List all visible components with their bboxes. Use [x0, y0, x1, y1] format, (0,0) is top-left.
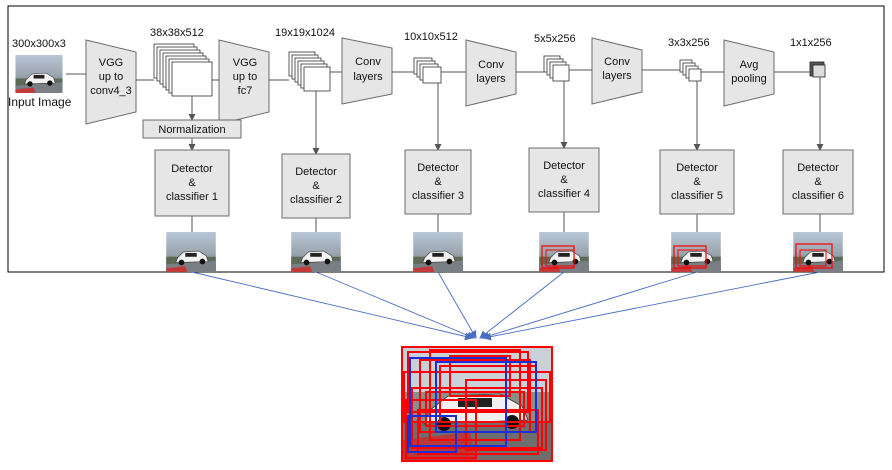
feature-map-5-stack — [679, 59, 702, 82]
detector-6-line-1: Detector — [797, 162, 839, 174]
detector-4-line-3: classifier 4 — [538, 188, 590, 200]
detector-1-line-3: classifier 1 — [166, 191, 218, 203]
detector-5-line-1: Detector — [676, 162, 718, 174]
detector-connectors — [188, 77, 824, 232]
stage-avg-pool-line-2: pooling — [731, 73, 766, 85]
merge-arrows — [191, 271, 821, 341]
detector-6-line-3: classifier 6 — [792, 190, 844, 202]
stage-conv-2: Conv layers — [465, 39, 517, 107]
detector-2-line-1: Detector — [295, 166, 337, 178]
stage-conv-1-line-1: Conv — [355, 56, 381, 68]
network-frame — [7, 5, 885, 273]
detector-1: Detector & classifier 1 — [154, 149, 230, 217]
feature-map-6-label: 1x1x256 — [790, 37, 832, 49]
stage-vgg-fc7-line-1: VGG — [233, 57, 257, 69]
detector-5-line-3: classifier 5 — [671, 190, 723, 202]
flow-connectors — [66, 69, 810, 81]
detector-4-line-1: Detector — [543, 160, 585, 172]
detector-5: Detector & classifier 5 — [659, 149, 735, 215]
stage-vgg-conv4-line-2: up to — [99, 71, 123, 83]
detector-4-line-2: & — [560, 174, 568, 186]
stage-vgg-fc7: VGG up to fc7 — [218, 39, 270, 125]
detector-4-output — [538, 232, 590, 272]
feature-map-6-stack — [809, 61, 826, 78]
detector-3-line-3: classifier 3 — [412, 190, 464, 202]
stage-vgg-conv4-line-3: conv4_3 — [90, 85, 132, 97]
detector-3: Detector & classifier 3 — [404, 149, 472, 215]
detector-2: Detector & classifier 2 — [281, 153, 351, 219]
stage-vgg-conv4: VGG up to conv4_3 — [85, 39, 137, 125]
detector-5-output — [670, 232, 722, 272]
feature-map-1-stack — [153, 43, 213, 97]
stage-avg-pool: Avg pooling — [723, 39, 775, 107]
feature-map-1-label: 38x38x512 — [150, 27, 204, 39]
feature-map-3-stack — [413, 57, 442, 84]
stage-avg-pool-line-1: Avg — [740, 59, 759, 71]
stage-conv-3: Conv layers — [591, 37, 643, 105]
stage-conv-2-line-1: Conv — [478, 59, 504, 71]
feature-map-3-label: 10x10x512 — [404, 31, 458, 43]
detector-2-line-2: & — [312, 180, 320, 192]
detector-4: Detector & classifier 4 — [528, 147, 600, 213]
detector-6-line-2: & — [814, 176, 822, 188]
stage-conv-3-line-1: Conv — [604, 56, 630, 68]
detector-1-line-2: & — [188, 177, 196, 189]
feature-map-4-label: 5x5x256 — [534, 33, 576, 45]
detector-2-output — [290, 232, 342, 272]
detector-3-line-1: Detector — [417, 162, 459, 174]
stage-conv-1: Conv layers — [341, 37, 393, 105]
input-caption: Input Image — [8, 95, 72, 109]
detector-3-line-2: & — [434, 176, 442, 188]
detector-3-output — [412, 232, 464, 272]
feature-map-2-label: 19x19x1024 — [275, 27, 335, 39]
input-size-label: 300x300x3 — [12, 38, 66, 50]
stage-vgg-conv4-line-1: VGG — [99, 57, 123, 69]
normalization-label: Normalization — [158, 124, 225, 136]
stage-vgg-fc7-line-3: fc7 — [238, 85, 253, 97]
feature-map-2-stack — [288, 51, 331, 92]
feature-map-5-label: 3x3x256 — [668, 37, 710, 49]
detector-6-output — [792, 232, 844, 272]
stage-conv-1-line-2: layers — [353, 71, 383, 83]
stage-conv-2-line-2: layers — [476, 73, 506, 85]
stage-vgg-fc7-line-2: up to — [233, 71, 257, 83]
merged-detections-image — [401, 346, 553, 462]
detector-2-line-3: classifier 2 — [290, 194, 342, 206]
detector-5-line-2: & — [693, 176, 701, 188]
detector-1-output — [165, 232, 217, 272]
detector-1-line-1: Detector — [171, 163, 213, 175]
input-image — [14, 55, 64, 93]
stage-conv-3-line-2: layers — [602, 70, 632, 82]
detector-6: Detector & classifier 6 — [782, 149, 854, 215]
feature-map-4-stack — [543, 55, 570, 82]
